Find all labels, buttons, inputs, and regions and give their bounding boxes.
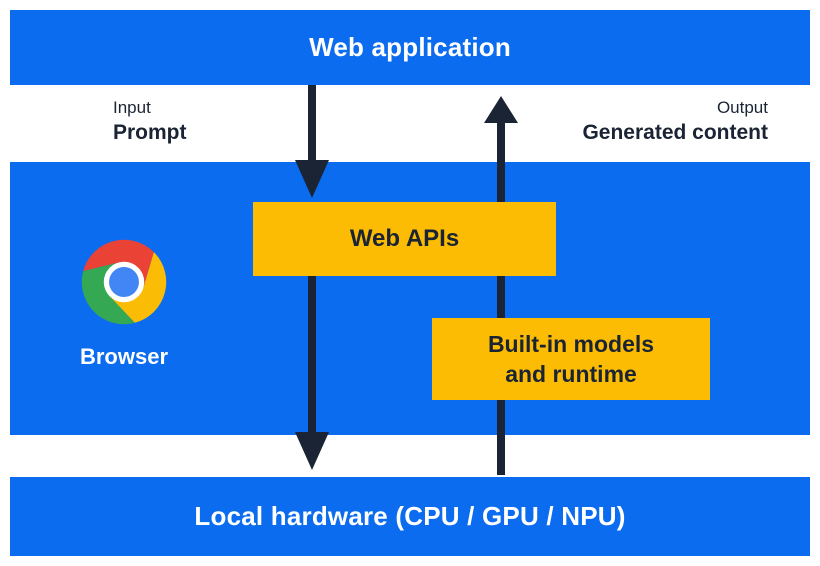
builtin-models-line1: Built-in models	[487, 331, 655, 357]
input-label-group: Input Prompt	[113, 96, 187, 146]
builtin-models-line2: and runtime	[505, 361, 637, 387]
output-value: Generated content	[582, 121, 768, 144]
local-hardware-label: Local hardware (CPU / GPU / NPU)	[194, 501, 626, 531]
chrome-logo-icon	[81, 239, 167, 325]
output-label-group: Output Generated content	[582, 96, 768, 146]
web-application-bar: Web application	[10, 10, 810, 85]
generated-content-up-arrow	[484, 96, 518, 475]
local-hardware-bar: Local hardware (CPU / GPU / NPU)	[10, 477, 810, 556]
web-apis-box: Web APIs	[253, 202, 556, 276]
output-caption: Output	[716, 98, 768, 117]
browser-label: Browser	[79, 344, 169, 369]
input-caption: Input	[113, 98, 151, 117]
web-apis-label: Web APIs	[349, 225, 460, 252]
web-application-label: Web application	[309, 32, 511, 62]
builtin-models-box: Built-in models and runtime	[432, 318, 710, 400]
prompt-flow-down-arrow	[295, 85, 329, 470]
input-value: Prompt	[113, 121, 187, 144]
